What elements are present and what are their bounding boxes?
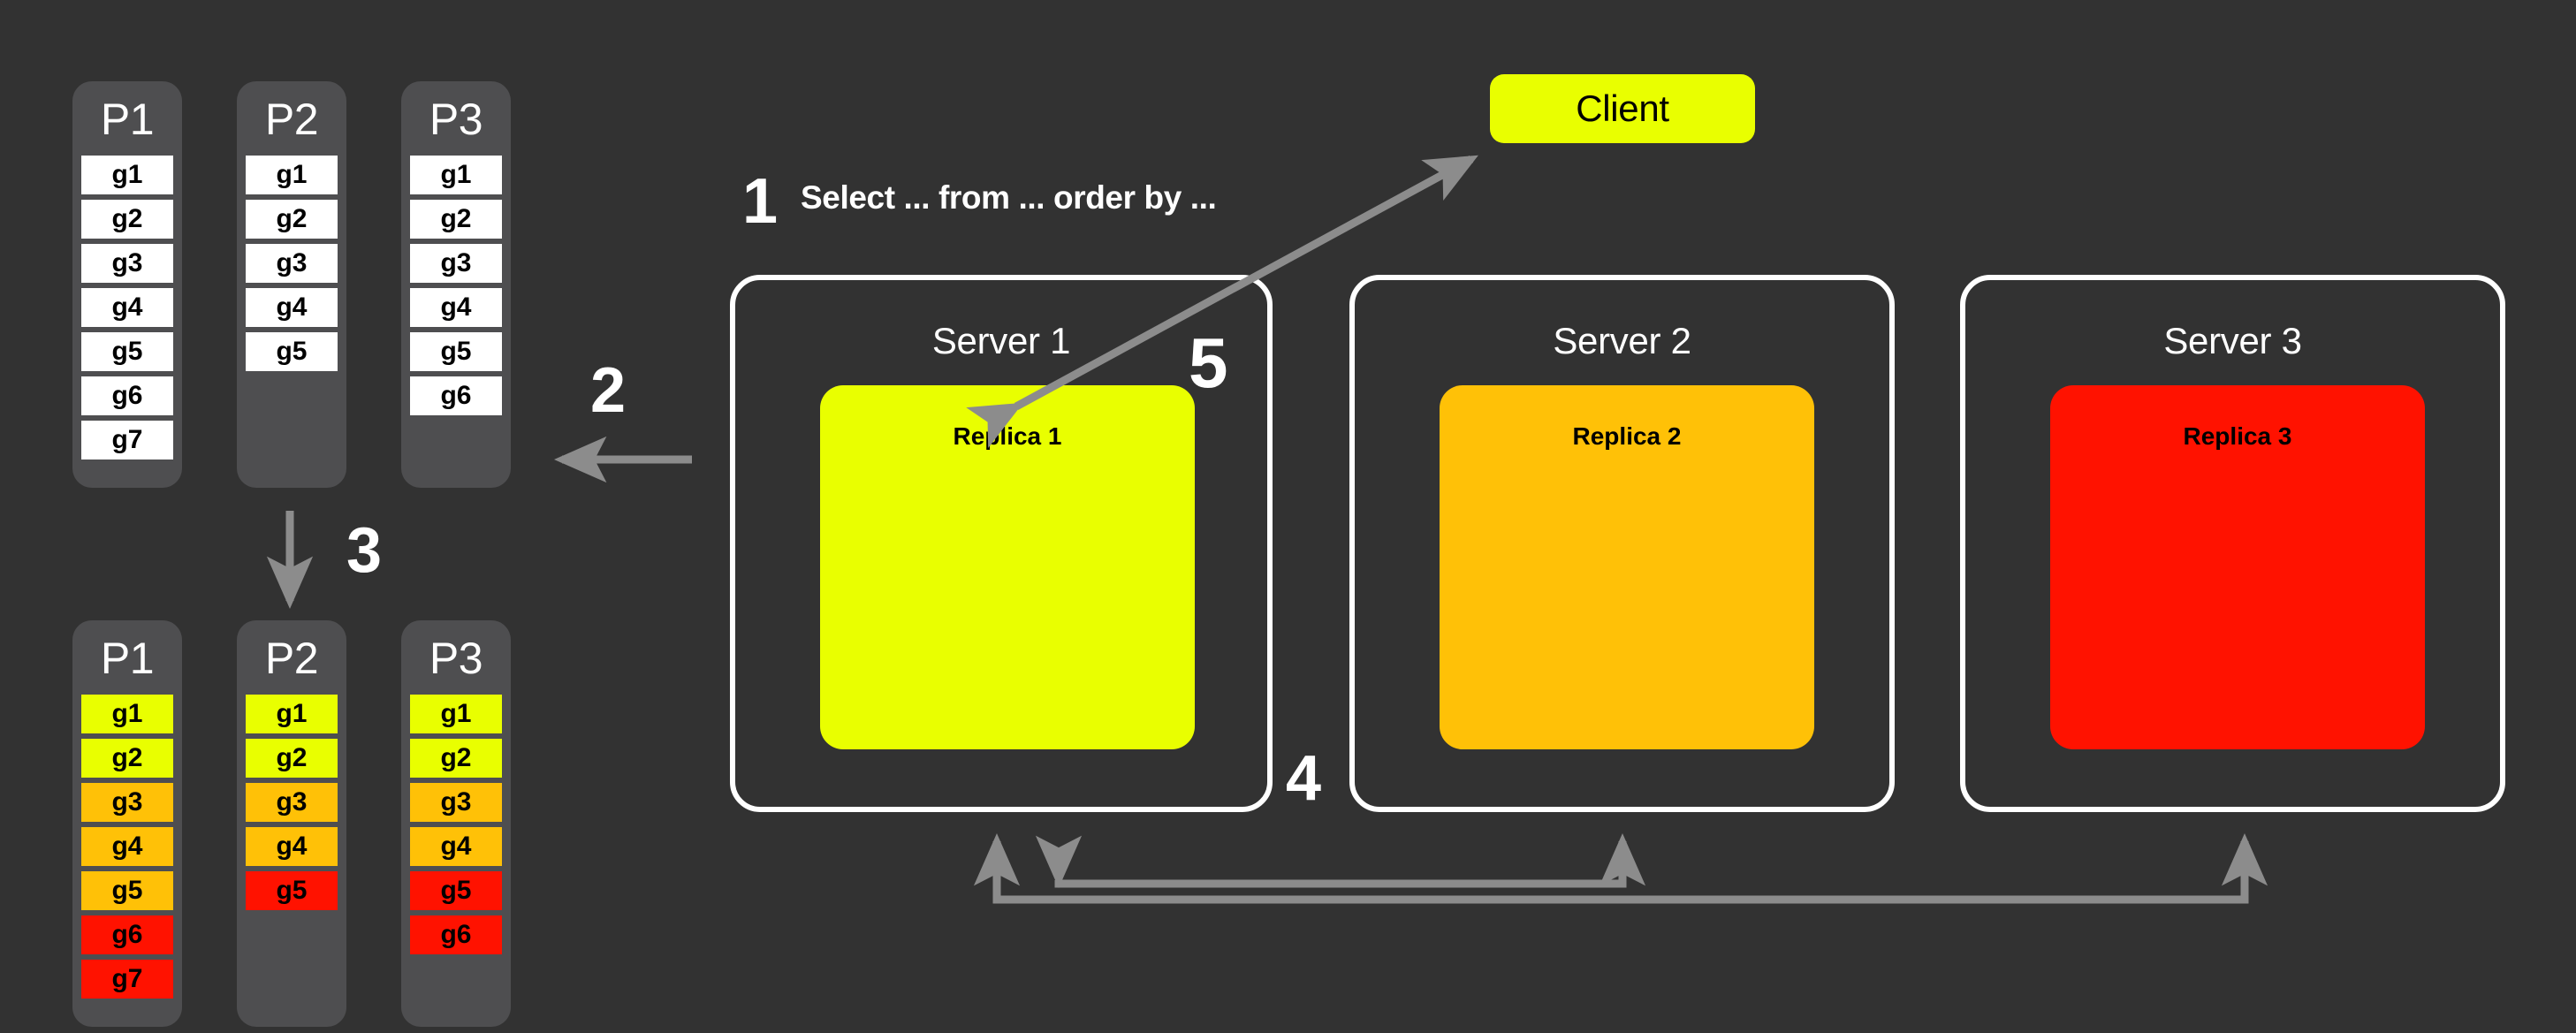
partition-cell: g5 xyxy=(246,332,338,371)
partition-title: P2 xyxy=(264,634,319,683)
partition-title: P1 xyxy=(100,95,155,144)
arrow-step-4-inner xyxy=(1035,832,1646,889)
replica-label: Replica 1 xyxy=(953,422,1062,450)
partition-cell-list: g1 g2 g3 g4 g5 g6 xyxy=(401,695,511,954)
partition-cell-list: g1 g2 g3 g4 g5 xyxy=(237,156,346,371)
server-title: Server 1 xyxy=(931,320,1071,361)
partition-cell: g1 xyxy=(410,695,502,733)
partition-title: P2 xyxy=(264,95,319,144)
step-number-4: 4 xyxy=(1286,743,1322,814)
arrow-step-4-outer xyxy=(973,832,2268,904)
replica-label: Replica 2 xyxy=(1572,422,1682,450)
partition-cell: g2 xyxy=(246,739,338,778)
partition-cell: g4 xyxy=(246,288,338,327)
partition-cell: g5 xyxy=(410,332,502,371)
partition-cell: g3 xyxy=(410,783,502,822)
partition-column-top-p2: P2 g1 g2 g3 g4 g5 xyxy=(237,81,346,488)
step-number-3: 3 xyxy=(346,515,383,586)
partition-cell: g3 xyxy=(81,783,173,822)
partition-cell: g2 xyxy=(410,200,502,239)
step-number-5: 5 xyxy=(1189,323,1228,402)
partition-cell: g4 xyxy=(410,288,502,327)
partition-cell-list: g1 g2 g3 g4 g5 g6 xyxy=(401,156,511,415)
partition-title: P1 xyxy=(100,634,155,683)
partition-cell: g2 xyxy=(410,739,502,778)
replica-box-3[interactable]: Replica 3 xyxy=(2050,385,2425,749)
server-box-2[interactable]: Server 2 Replica 2 xyxy=(1349,275,1895,812)
partition-cell: g6 xyxy=(81,915,173,954)
replica-box-1[interactable]: Replica 1 xyxy=(820,385,1195,749)
partition-cell-list: g1 g2 g3 g4 g5 g6 g7 xyxy=(72,156,182,460)
partition-cell: g2 xyxy=(81,200,173,239)
partition-cell: g6 xyxy=(410,915,502,954)
partition-cell: g1 xyxy=(410,156,502,194)
partition-cell-list: g1 g2 g3 g4 g5 xyxy=(237,695,346,910)
partition-cell: g1 xyxy=(246,156,338,194)
partition-cell: g3 xyxy=(81,244,173,283)
step-number-2: 2 xyxy=(590,355,627,426)
partition-title: P3 xyxy=(429,634,483,683)
query-label: Select ... from ... order by ... xyxy=(801,179,1217,216)
partition-column-top-p3: P3 g1 g2 g3 g4 g5 g6 xyxy=(401,81,511,488)
partition-cell: g1 xyxy=(81,156,173,194)
partition-cell: g3 xyxy=(246,783,338,822)
partition-cell: g7 xyxy=(81,421,173,460)
server-title: Server 3 xyxy=(2163,320,2302,361)
partition-cell: g6 xyxy=(81,376,173,415)
partition-cell-list: g1 g2 g3 g4 g5 g6 g7 xyxy=(72,695,182,999)
partition-cell: g5 xyxy=(410,871,502,910)
partition-cell: g4 xyxy=(81,827,173,866)
partition-column-bottom-p2: P2 g1 g2 g3 g4 g5 xyxy=(237,620,346,1027)
client-label: Client xyxy=(1576,87,1669,129)
partition-cell: g7 xyxy=(81,960,173,999)
partition-cell: g6 xyxy=(410,376,502,415)
partition-cell: g5 xyxy=(246,871,338,910)
partition-cell: g4 xyxy=(246,827,338,866)
partition-column-bottom-p3: P3 g1 g2 g3 g4 g5 g6 xyxy=(401,620,511,1027)
partition-cell: g1 xyxy=(246,695,338,733)
partition-cell: g4 xyxy=(81,288,173,327)
step-number-1: 1 xyxy=(742,166,779,237)
partition-cell: g3 xyxy=(410,244,502,283)
partition-cell: g5 xyxy=(81,332,173,371)
partition-cell: g4 xyxy=(410,827,502,866)
partition-cell: g5 xyxy=(81,871,173,910)
server-box-3[interactable]: Server 3 Replica 3 xyxy=(1960,275,2505,812)
partition-cell: g2 xyxy=(246,200,338,239)
partition-column-top-p1: P1 g1 g2 g3 g4 g5 g6 g7 xyxy=(72,81,182,488)
partition-cell: g2 xyxy=(81,739,173,778)
replica-label: Replica 3 xyxy=(2183,422,2292,450)
partition-title: P3 xyxy=(429,95,483,144)
partition-cell: g1 xyxy=(81,695,173,733)
replica-box-2[interactable]: Replica 2 xyxy=(1440,385,1814,749)
server-title: Server 2 xyxy=(1553,320,1691,361)
partition-cell: g3 xyxy=(246,244,338,283)
partition-column-bottom-p1: P1 g1 g2 g3 g4 g5 g6 g7 xyxy=(72,620,182,1027)
client-box[interactable]: Client xyxy=(1490,74,1755,143)
